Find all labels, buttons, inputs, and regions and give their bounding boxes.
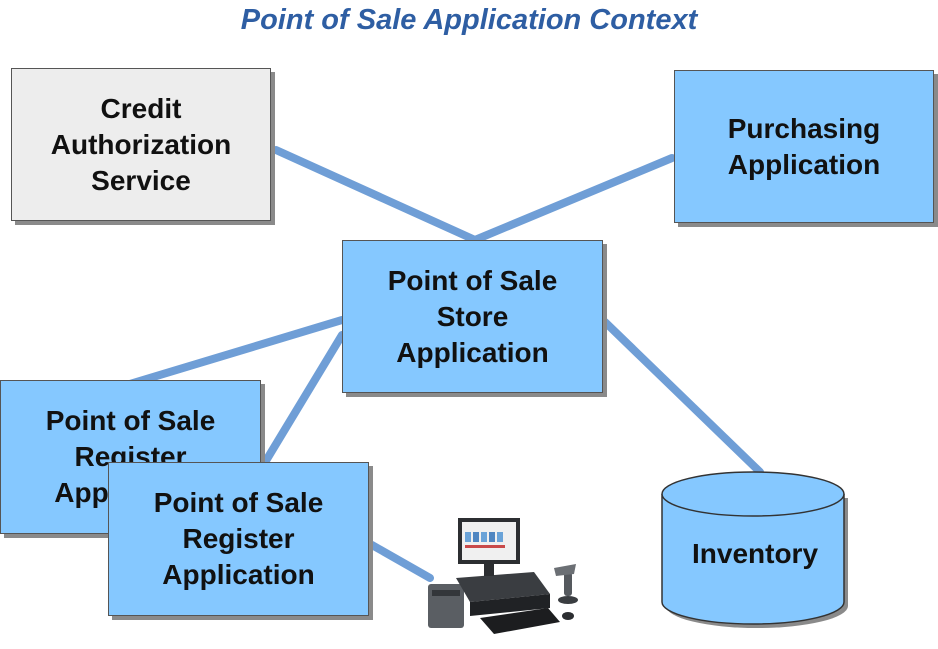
pos-store-application-node: Point of Sale Store Application <box>342 240 603 393</box>
edge-credit-store <box>272 146 479 244</box>
edge-register-terminal <box>368 541 434 582</box>
credit-authorization-label: Credit Authorization Service <box>50 92 232 196</box>
purchasing-application-label: Purchasing Application <box>727 112 881 180</box>
edge-store-inventory <box>601 318 764 476</box>
pos-terminal-icon <box>428 518 578 634</box>
database-cylinder-icon <box>661 471 848 628</box>
credit-authorization-node: Credit Authorization Service <box>11 68 271 221</box>
edge-store-register-front <box>260 331 346 468</box>
purchasing-application-node: Purchasing Application <box>674 70 934 223</box>
edge-purchasing-store <box>471 154 676 244</box>
inventory-label: Inventory <box>691 538 819 569</box>
pos-register-application-node-front: Point of Sale Register Application <box>108 462 369 616</box>
pos-store-application-label: Point of Sale Store Application <box>387 264 558 368</box>
pos-register-application-label-front: Point of Sale Register Application <box>153 487 324 590</box>
edge-store-register-back <box>126 316 346 388</box>
diagram-title: Point of Sale Application Context <box>240 4 698 36</box>
